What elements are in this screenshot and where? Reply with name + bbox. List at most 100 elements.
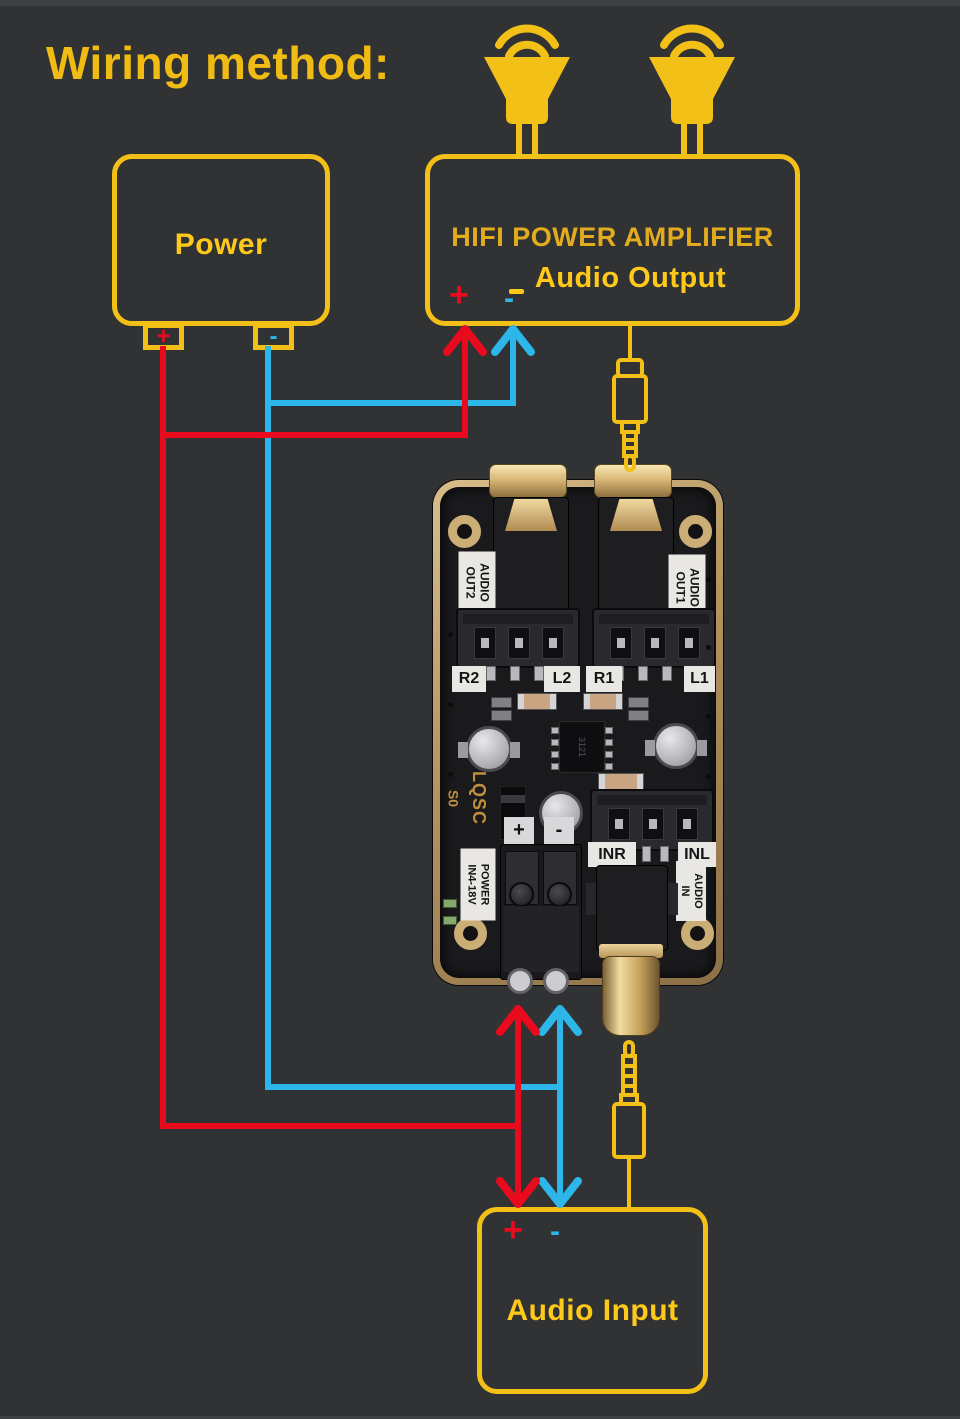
silkscreen-line: AUDIO	[691, 873, 704, 909]
silkscreen-power-in: POWER IN4-18V	[460, 848, 496, 921]
model-marking: S0	[446, 789, 462, 808]
ic-pin	[551, 751, 559, 758]
capacitor-pad	[697, 740, 707, 756]
arrow-down-icon	[538, 1177, 582, 1208]
silkscreen-line: OUT2	[464, 566, 478, 599]
power-box-label: Power	[174, 228, 268, 261]
terminal-body	[503, 906, 579, 972]
connector-pin-slot	[508, 627, 530, 659]
jack-flange	[599, 944, 663, 958]
pcb-minus-pad: -	[544, 817, 574, 844]
audio-input-label: Audio Input	[506, 1294, 679, 1327]
silkscreen-line: POWER	[478, 863, 491, 906]
silkscreen-line: IN	[679, 885, 691, 897]
jack-contact	[610, 499, 662, 531]
connector-pin	[615, 819, 623, 829]
via-dot	[706, 774, 711, 779]
silkscreen-line: IN4-18V	[466, 864, 478, 905]
silkscreen-audio-in: AUDIO IN	[676, 861, 706, 921]
audio-out2-jack-barrel	[489, 464, 567, 498]
solder-pin	[486, 666, 496, 681]
amplifier-ic	[559, 721, 605, 773]
mounting-hole-icon	[454, 917, 487, 950]
led	[443, 899, 457, 908]
brand-marking: LQSC	[469, 770, 489, 825]
connector-pin	[651, 638, 659, 648]
smd-component	[491, 710, 512, 721]
via-dot	[706, 714, 711, 719]
ic-pin	[605, 727, 613, 734]
smd-resistor	[517, 693, 557, 710]
mounting-hole-icon	[679, 515, 712, 548]
connector-bar	[597, 795, 707, 805]
wire-entry-hole	[543, 968, 569, 994]
wire-entry-hole	[507, 968, 533, 994]
connector-bar	[463, 614, 573, 624]
ic-pin	[551, 763, 559, 770]
via-dot	[448, 702, 453, 707]
via-dot	[706, 645, 711, 650]
silkscreen-line: AUDIO	[687, 568, 702, 607]
connector-pin-slot	[542, 627, 564, 659]
amplifier-title: HIFI POWER AMPLIFIER	[451, 222, 774, 252]
audio-input-box	[477, 1207, 708, 1394]
channel-label-l2: L2	[544, 666, 580, 692]
speaker-icon	[484, 24, 570, 157]
connector-pin	[617, 638, 625, 648]
audio-input-minus-symbol: -	[550, 1215, 560, 1248]
capacitor-pad	[458, 742, 468, 758]
connector-pin-slot	[644, 627, 666, 659]
solder-pin	[660, 846, 669, 862]
connector-pin-slot	[642, 808, 664, 840]
connector-bar	[599, 614, 709, 624]
bottom-strip	[0, 1416, 960, 1419]
audio-in-jack-body	[596, 865, 668, 951]
jack-side-tab	[668, 883, 678, 915]
page-title: Wiring method:	[46, 37, 390, 89]
power-plus-symbol: +	[156, 322, 171, 350]
power-box	[112, 154, 330, 326]
pcb-plus-pad: +	[504, 817, 534, 844]
smd-component	[491, 697, 512, 708]
capacitor-pad	[510, 742, 520, 758]
audio-plug-icon	[612, 1040, 646, 1207]
via-dot	[706, 577, 711, 582]
via-dot	[448, 632, 453, 637]
ic-pin	[551, 727, 559, 734]
smd-resistor	[583, 693, 623, 710]
via-dot	[448, 772, 453, 777]
amplifier-minus-symbol: -	[504, 282, 514, 315]
amplifier-plus-symbol: +	[449, 276, 469, 314]
terminal-screw	[509, 882, 534, 907]
electrolytic-capacitor	[653, 723, 699, 769]
arrow-up-icon	[538, 1005, 582, 1036]
underscore-mark	[509, 289, 524, 294]
terminal-screw	[547, 882, 572, 907]
connector-pin	[683, 819, 691, 829]
silkscreen-line: AUDIO	[477, 563, 492, 602]
speaker-icon	[649, 24, 735, 157]
connector-pin	[515, 638, 523, 648]
solder-pin	[534, 666, 544, 681]
solder-pin	[638, 666, 648, 681]
ic-pin	[605, 739, 613, 746]
connector-pin-slot	[608, 808, 630, 840]
arrow-up-icon	[491, 325, 535, 356]
channel-label-l1: L1	[684, 666, 715, 692]
solder-pin	[662, 666, 672, 681]
mounting-hole-icon	[448, 515, 481, 548]
arrow-up-icon	[443, 325, 487, 356]
smd-component	[628, 710, 649, 721]
connector-pin-slot	[678, 627, 700, 659]
audio-input-plus-symbol: +	[503, 1211, 523, 1249]
ic-pin	[605, 751, 613, 758]
power-minus-symbol: -	[269, 322, 278, 350]
ic-pin	[605, 763, 613, 770]
mounting-hole-icon	[681, 917, 714, 950]
solder-pin	[642, 846, 651, 862]
arrow-down-icon	[496, 1177, 540, 1208]
connector-pin	[549, 638, 557, 648]
audio-in-connector	[590, 789, 714, 851]
jack-side-tab	[586, 883, 596, 915]
